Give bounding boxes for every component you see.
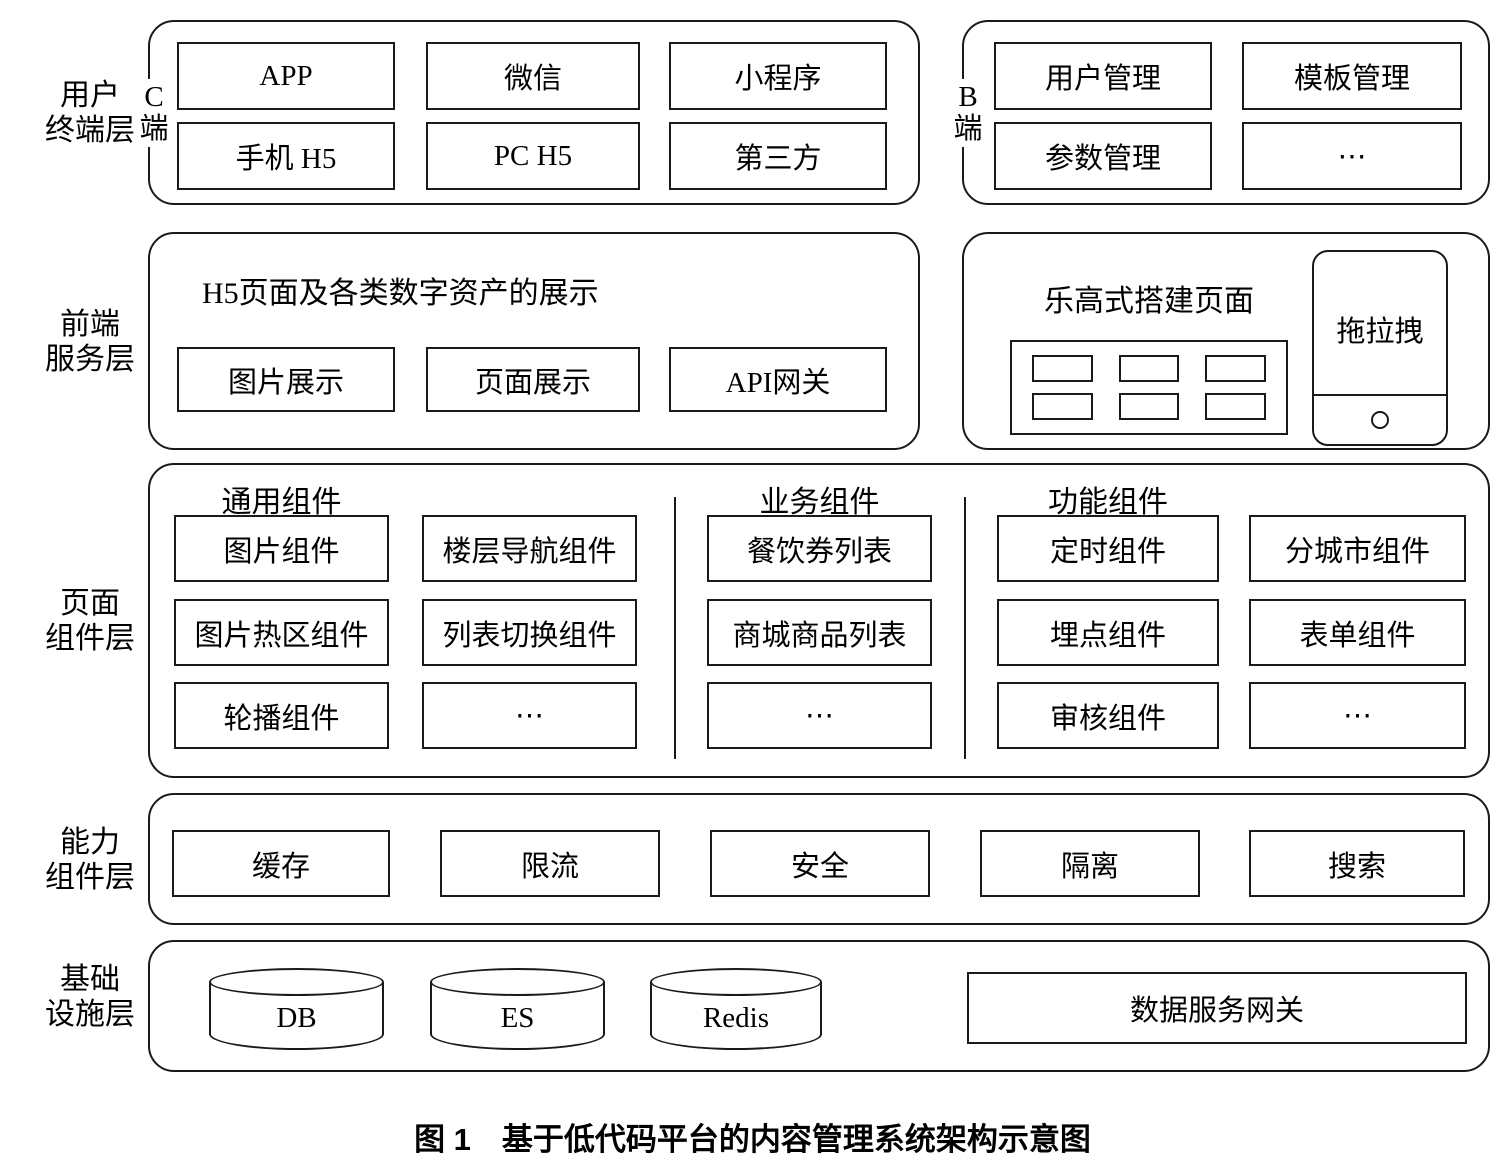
phone-icon: 拖拉拽 <box>1312 250 1448 446</box>
b-side-panel: B 端 用户管理 模板管理 参数管理 ⋯ <box>949 20 1490 205</box>
page-components-panel: 通用组件 业务组件 功能组件 图片组件 楼层导航组件 图片热区组件 列表切换组件… <box>148 463 1490 778</box>
lego-block <box>1205 355 1266 382</box>
phone-bezel-line <box>1314 394 1446 396</box>
lego-blocks-grid <box>1010 340 1288 435</box>
lego-builder-title: 乐高式搭建页面 <box>1044 285 1254 318</box>
figure-caption: 图 1 基于低代码平台的内容管理系统架构示意图 <box>414 1122 1091 1157</box>
box-carousel-component: 轮播组件 <box>174 682 389 749</box>
layer-label-infrastructure: 基础 设施层 <box>45 963 135 1031</box>
box-search: 搜索 <box>1249 830 1465 897</box>
box-wechat: 微信 <box>426 42 640 110</box>
box-image-display: 图片展示 <box>177 347 395 412</box>
db-cylinder-icon: DB <box>209 968 384 1050</box>
box-timer-component: 定时组件 <box>997 515 1219 582</box>
c-side-panel: C 端 APP 微信 小程序 手机 H5 PC H5 第三方 <box>135 20 920 205</box>
box-coupon-list: 餐饮券列表 <box>707 515 932 582</box>
box-audit-component: 审核组件 <box>997 682 1219 749</box>
box-form-component: 表单组件 <box>1249 599 1466 666</box>
layer-label-frontend-service: 前端 服务层 <box>45 308 135 376</box>
cylinder-body <box>430 982 605 1050</box>
box-parameter-management: 参数管理 <box>994 122 1212 190</box>
box-data-service-gateway: 数据服务网关 <box>967 972 1467 1044</box>
box-floor-nav-component: 楼层导航组件 <box>422 515 637 582</box>
box-user-management: 用户管理 <box>994 42 1212 110</box>
cylinder-top <box>430 968 605 996</box>
business-components-title: 业务组件 <box>759 486 880 519</box>
lego-block <box>1032 355 1093 382</box>
box-mobile-h5: 手机 H5 <box>177 122 395 190</box>
layer-label-user-terminal: 用户 终端层 <box>45 79 135 147</box>
c-side-tag: C 端 <box>135 78 173 147</box>
phone-home-button-icon <box>1371 411 1389 429</box>
box-image-component: 图片组件 <box>174 515 389 582</box>
box-app: APP <box>177 42 395 110</box>
box-image-hotzone-component: 图片热区组件 <box>174 599 389 666</box>
general-components-title: 通用组件 <box>221 486 342 519</box>
es-cylinder-icon: ES <box>430 968 605 1050</box>
box-functional-ellipsis: ⋯ <box>1249 682 1466 749</box>
box-city-component: 分城市组件 <box>1249 515 1466 582</box>
drag-drop-label: 拖拉拽 <box>1336 316 1424 348</box>
lego-block <box>1205 393 1266 420</box>
lego-block <box>1032 393 1093 420</box>
box-isolation: 隔离 <box>980 830 1200 897</box>
box-mall-product-list: 商城商品列表 <box>707 599 932 666</box>
box-third-party: 第三方 <box>669 122 887 190</box>
box-template-management: 模板管理 <box>1242 42 1462 110</box>
box-miniprogram: 小程序 <box>669 42 887 110</box>
box-rate-limit: 限流 <box>440 830 660 897</box>
cylinder-top <box>209 968 384 996</box>
layer-label-page-components: 页面 组件层 <box>45 587 135 655</box>
lego-block <box>1118 393 1180 420</box>
lego-block <box>1118 355 1180 382</box>
b-side-tag: B 端 <box>949 78 987 147</box>
cylinder-top <box>650 968 822 996</box>
section-divider <box>964 497 966 759</box>
redis-label: Redis <box>702 1002 770 1034</box>
box-page-display: 页面展示 <box>426 347 640 412</box>
box-business-ellipsis: ⋯ <box>707 682 932 749</box>
infrastructure-panel: DB ES Redis 数据服务网关 <box>148 940 1490 1072</box>
box-cache: 缓存 <box>172 830 390 897</box>
section-divider <box>674 497 676 759</box>
box-tracking-component: 埋点组件 <box>997 599 1219 666</box>
db-label: DB <box>276 1002 317 1034</box>
frontend-display-title: H5页面及各类数字资产的展示 <box>202 277 599 310</box>
box-list-switch-component: 列表切换组件 <box>422 599 637 666</box>
functional-components-title: 功能组件 <box>1048 486 1168 519</box>
frontend-display-panel: H5页面及各类数字资产的展示 图片展示 页面展示 API网关 <box>148 232 920 450</box>
box-b-side-ellipsis: ⋯ <box>1242 122 1462 190</box>
box-pc-h5: PC H5 <box>426 122 640 190</box>
redis-cylinder-icon: Redis <box>650 968 822 1050</box>
box-api-gateway: API网关 <box>669 347 887 412</box>
layer-label-capability-components: 能力 组件层 <box>45 826 135 894</box>
box-general-ellipsis: ⋯ <box>422 682 637 749</box>
box-security: 安全 <box>710 830 930 897</box>
capability-panel: 缓存 限流 安全 隔离 搜索 <box>148 793 1490 925</box>
lego-builder-panel: 乐高式搭建页面 拖拉拽 <box>962 232 1490 450</box>
es-label: ES <box>500 1002 535 1034</box>
